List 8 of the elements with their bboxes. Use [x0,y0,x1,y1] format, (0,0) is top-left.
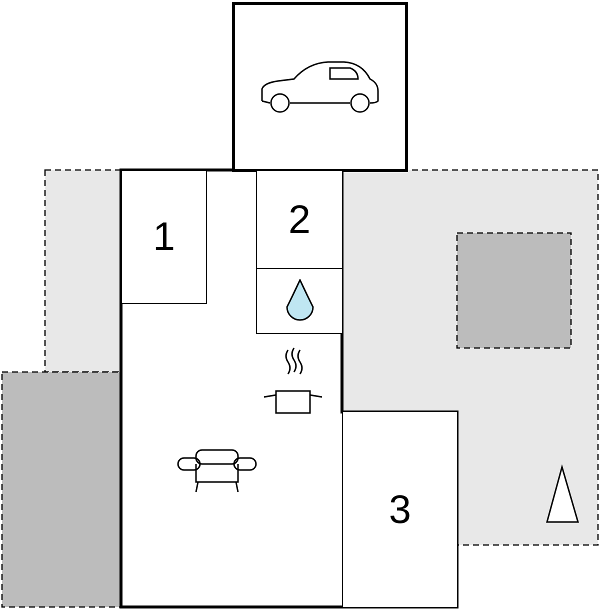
room-number: 2 [288,200,311,240]
room-number: 1 [152,217,176,257]
room [121,170,207,304]
room [256,268,343,334]
room [256,170,343,270]
room [342,411,458,608]
room [232,2,408,172]
room-number: 3 [388,490,412,530]
